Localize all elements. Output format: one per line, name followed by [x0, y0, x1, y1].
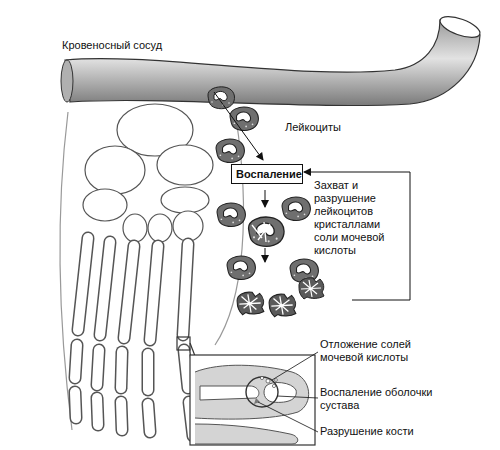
foot-skeleton-part [85, 146, 145, 194]
foot-skeleton-part-part [148, 404, 150, 432]
joint-inset-part [195, 424, 298, 444]
foot-skeleton-part-part [78, 238, 88, 330]
joint-inset-part [246, 377, 278, 407]
joint-inset-part [264, 383, 296, 403]
foot-skeleton-part [75, 238, 193, 436]
foot-skeleton-part [177, 337, 190, 350]
foot-skeleton-part [161, 187, 209, 213]
leukocytes-part [208, 87, 235, 109]
foot-skeleton-part-part [121, 402, 122, 430]
foot-skeleton-part-part [75, 392, 76, 418]
foot-skeleton-part-part [97, 398, 98, 425]
cell-destruction-part [265, 248, 266, 262]
cell-destruction-part [227, 256, 255, 279]
foot-skeleton-part-part [100, 242, 110, 335]
leukocytes-part [214, 92, 263, 160]
foot-skeleton-part-part [97, 350, 99, 385]
cell-destruction-part [282, 197, 310, 220]
leukocytes [208, 87, 263, 163]
cell-destruction-part [237, 292, 264, 315]
joint-inset-part [195, 365, 309, 419]
foot-skeleton-part [75, 238, 193, 436]
foot-skeleton-part-part [150, 246, 158, 340]
process-box: Воспаление [231, 164, 303, 184]
cell-destruction-part [249, 217, 284, 246]
blood-vessel [61, 12, 482, 105]
joint-inset-part-part [272, 384, 275, 387]
foot-skeleton-part-part [124, 246, 134, 338]
foot-skeleton-part-part [75, 345, 77, 378]
callout-label: Воспаление оболочки сустава [320, 386, 445, 412]
leukocytes-part [230, 107, 258, 130]
leukocytes-part [216, 139, 244, 162]
leader-lines-part [258, 402, 318, 432]
joint-inset-part-part [266, 379, 270, 383]
leader-lines-part [272, 352, 318, 380]
cell-destruction-part [269, 294, 296, 317]
joint-inset-part-part [275, 379, 278, 382]
foot-skeleton-part-part [97, 350, 99, 385]
joint-inset-part-part [260, 376, 263, 379]
foot-skeleton-part-part [143, 354, 153, 390]
foot-skeleton-part-part [184, 350, 188, 388]
cell-destruction [217, 190, 324, 317]
joint-inset-part [254, 398, 260, 404]
foot-skeleton-part-part [121, 352, 122, 388]
foot-skeleton-part [148, 214, 172, 242]
cell-destruction-part [252, 222, 270, 242]
leader-lines [258, 352, 318, 432]
blood-vessel-part [61, 60, 73, 102]
joint-inset [190, 355, 315, 445]
cell-destruction-part [265, 190, 266, 207]
foot-skeleton-part-part [121, 352, 122, 388]
foot-skeleton-part [190, 343, 195, 356]
foot-skeleton-part-part [148, 404, 150, 432]
foot-skeleton-part-part [100, 242, 110, 335]
joint-inset-part [200, 386, 259, 400]
node-text: Воспаление [236, 167, 298, 181]
foot-skeleton-part-part [124, 246, 134, 338]
vessel-label: Кровеносный сосуд [62, 39, 222, 52]
foot-skeleton-part-part [183, 244, 188, 335]
foot-skeleton-part-part [150, 246, 158, 340]
foot-skeleton-part-part [121, 402, 122, 430]
feedback-arrow [304, 172, 410, 300]
blood-vessel-part [65, 20, 480, 106]
foot-skeleton-part [157, 145, 213, 185]
foot-skeleton-part-part [183, 244, 188, 335]
joint-inset-part [190, 355, 315, 445]
callout-label: Разрушение кости [320, 425, 450, 438]
foot-skeleton-part [83, 189, 127, 221]
feedback-arrow-part [304, 172, 410, 300]
cell-destruction-part [217, 203, 245, 226]
foot-skeleton-part-part [78, 238, 88, 330]
foot-skeleton-part-part [97, 398, 98, 425]
process-note: Захват и разрушение лейкоцитов кристалла… [314, 179, 406, 257]
leader-lines-part [277, 396, 318, 398]
cell-label: Лейкоциты [285, 121, 375, 134]
cell-destruction-part [299, 278, 324, 299]
callout-label: Отложение солей мочевой кислоты [320, 338, 450, 364]
foot-skeleton-part-part [184, 350, 188, 388]
foot-skeleton-part-part [142, 354, 155, 390]
foot-skeleton-part [173, 211, 203, 241]
foot-skeleton-part-part [75, 345, 77, 378]
foot-skeleton-part-part [75, 392, 76, 418]
foot-skeleton-part [123, 214, 147, 242]
blood-vessel-part [438, 12, 483, 41]
